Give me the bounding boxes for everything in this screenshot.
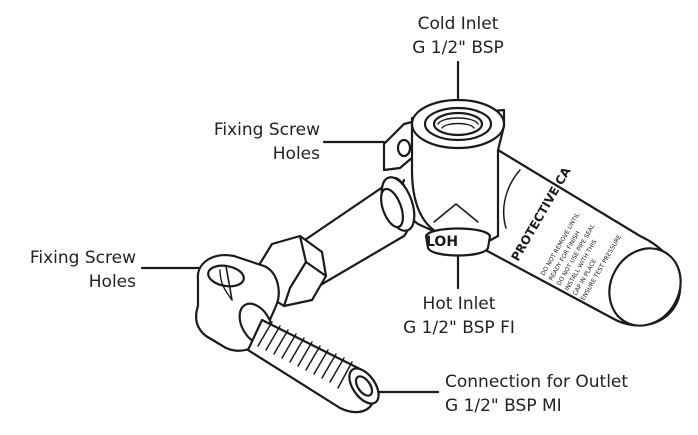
brand-mark: LOH <box>426 234 458 250</box>
cold-inlet-line1: Cold Inlet <box>417 14 499 34</box>
fixing-top-line1: Fixing Screw <box>213 120 320 140</box>
hot-inlet-line2: G 1/2" BSP FI <box>403 318 515 338</box>
valve-body: LOH <box>400 98 506 257</box>
outlet-line2: G 1/2" BSP MI <box>445 396 562 416</box>
threaded-outlet <box>246 318 380 414</box>
bracket-hole <box>396 138 412 158</box>
protective-cap: PROTECTIVE CA DO NOT REMOVE UNTIL READY … <box>466 148 682 327</box>
outlet-connection-label: Connection for Outlet G 1/2" BSP MI <box>445 370 685 418</box>
fixing-screw-holes-left-label: Fixing Screw Holes <box>0 246 136 294</box>
hot-inlet-boss <box>424 227 492 257</box>
fixing-screw-holes-top-label: Fixing Screw Holes <box>176 118 320 166</box>
thread-lines <box>257 321 353 389</box>
fixing-top-line2: Holes <box>272 144 320 164</box>
cold-inlet-label: Cold Inlet G 1/2" BSP <box>398 12 518 60</box>
fixing-left-line1: Fixing Screw <box>29 248 136 268</box>
cold-inlet-line2: G 1/2" BSP <box>412 38 504 58</box>
elbow-fixing-hole <box>207 264 245 288</box>
hot-inlet-label: Hot Inlet G 1/2" BSP FI <box>386 292 532 340</box>
fixing-left-line2: Holes <box>88 272 136 292</box>
outlet-line1: Connection for Outlet <box>445 372 629 392</box>
hot-inlet-line1: Hot Inlet <box>422 294 496 314</box>
